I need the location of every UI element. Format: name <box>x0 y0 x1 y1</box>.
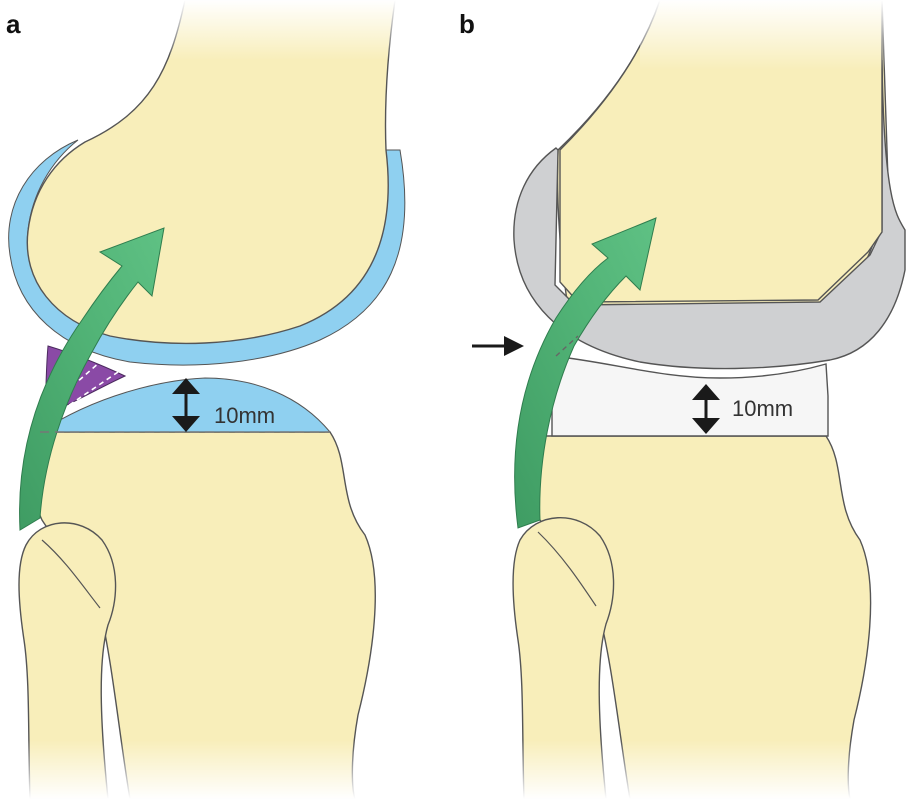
panel-b: b 10mm <box>459 0 907 799</box>
panel-a-letter: a <box>6 9 21 39</box>
gap-label-b: 10mm <box>732 396 793 421</box>
bottom-fade-b <box>500 740 907 799</box>
bottom-fade-a <box>0 740 420 799</box>
panel-a: a 10mm <box>0 0 420 799</box>
top-fade-a <box>170 0 410 60</box>
pointer-arrow-icon <box>472 336 524 356</box>
top-fade-b <box>640 0 907 70</box>
gap-label-a: 10mm <box>214 403 275 428</box>
panel-b-letter: b <box>459 9 475 39</box>
